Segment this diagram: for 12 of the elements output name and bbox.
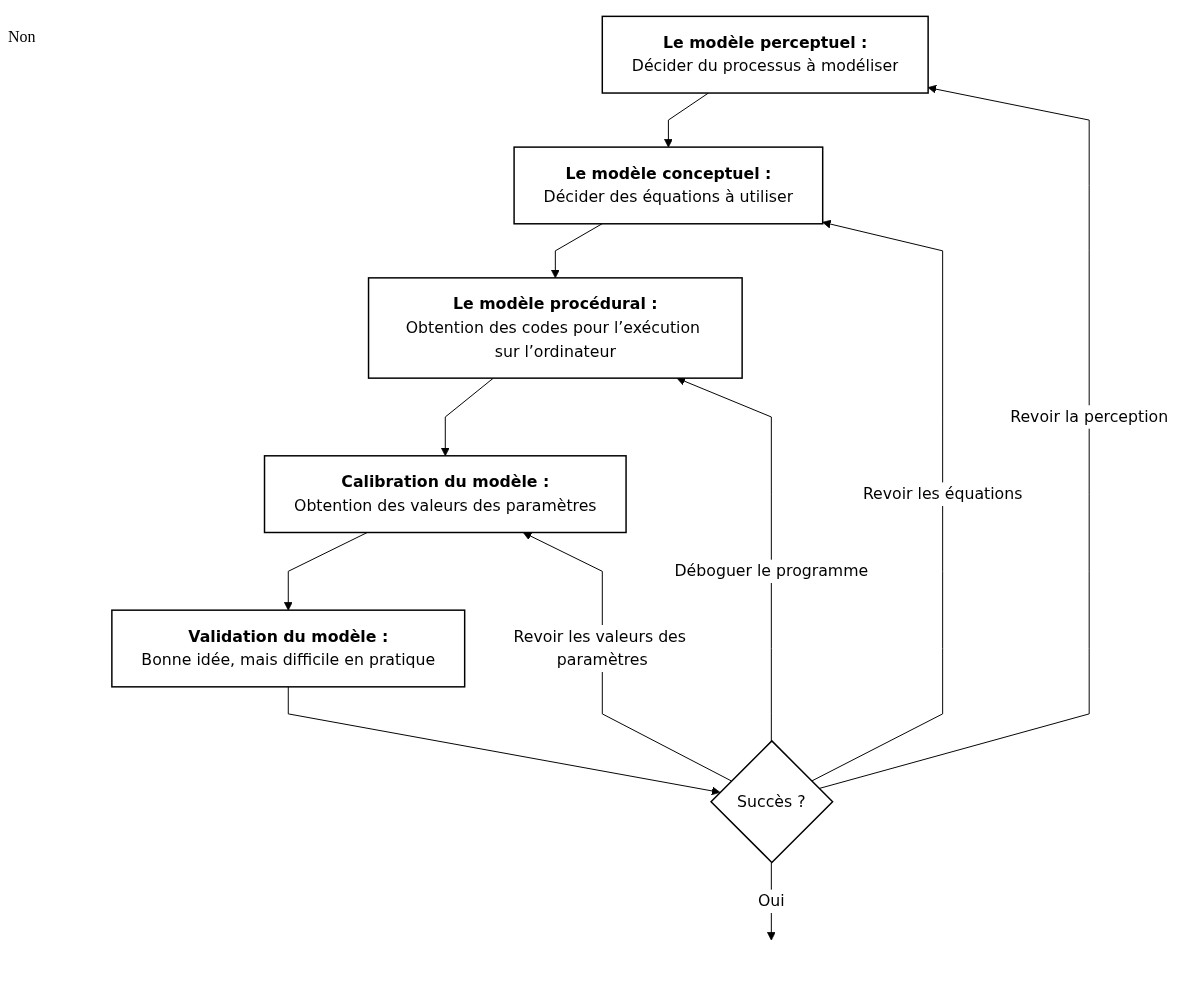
edge-label: Oui — [757, 891, 785, 911]
edge-label: Revoir les valeurs des paramètres — [513, 626, 686, 670]
edge-label: Revoir la perception — [1010, 407, 1169, 426]
node-box: Calibration du modèle : Obtention des valeurs des paramètres — [263, 455, 627, 534]
node-box: Le modèle perceptuel : Décider du processus à modéliser — [601, 15, 929, 94]
node-box: Le modèle conceptuel : Décider des équations à utiliser — [513, 146, 824, 225]
node-box: Le modèle procédural : Obtention des codes pour l’exécution sur l’ordinateur — [367, 277, 743, 379]
edge-label: Revoir les équations — [862, 484, 1023, 503]
note-text: Non — [8, 28, 37, 46]
node-box: Validation du modèle : Bonne idée, mais difficile en pratique — [111, 609, 466, 688]
edge-label: Déboguer le programme — [674, 561, 869, 581]
node-diamond: Succès ? — [710, 739, 834, 864]
